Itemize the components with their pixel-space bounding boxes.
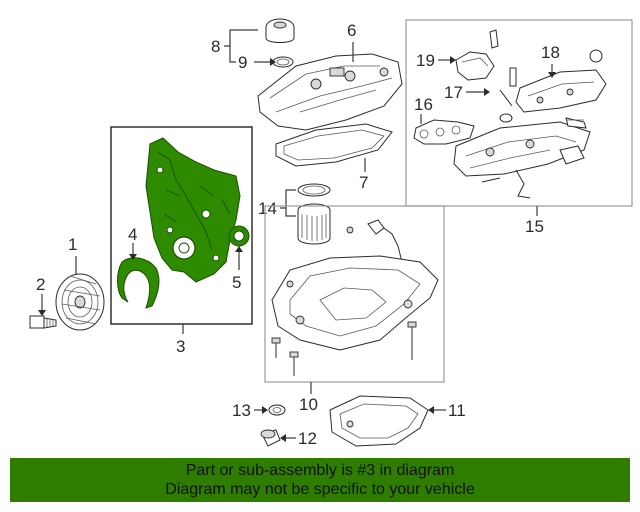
oil-filler-cap-part[interactable]	[265, 18, 295, 43]
crankshaft-front-seal-part[interactable]	[228, 225, 250, 247]
callout-6: 6	[347, 21, 356, 40]
drain-plug-gasket-part[interactable]	[268, 404, 286, 416]
oil-filler-seal-part[interactable]	[272, 56, 294, 68]
pulley-bolt-part[interactable]	[29, 315, 57, 329]
oil-pan-part[interactable]	[271, 255, 439, 351]
intake-group-box	[405, 19, 633, 207]
bolt-17-part[interactable]	[499, 67, 517, 123]
lower-oil-pan-part[interactable]	[329, 395, 429, 447]
callout-2: 2	[36, 275, 45, 294]
callout-1: 1	[68, 235, 77, 254]
callout-3: 3	[176, 337, 185, 356]
callout-15: 15	[525, 217, 544, 236]
crankshaft-pulley-part[interactable]	[55, 273, 105, 331]
callout-10: 10	[299, 395, 318, 414]
diagram-notice-banner: Part or sub-assembly is #3 in diagram Di…	[10, 458, 630, 502]
callout-4: 4	[128, 225, 137, 244]
callout-18: 18	[541, 43, 560, 62]
callout-19: 19	[416, 51, 435, 70]
callout-16: 16	[414, 95, 433, 114]
oil-filter-seal-part[interactable]	[297, 183, 331, 197]
callout-8: 8	[211, 37, 220, 56]
callout-14: 14	[258, 199, 277, 218]
callout-13: 13	[232, 401, 251, 420]
valve-cover-gasket-part[interactable]	[275, 123, 393, 167]
callout-7: 7	[359, 173, 368, 192]
callout-11: 11	[448, 401, 466, 420]
callout-17: 17	[444, 83, 463, 102]
intake-manifold-part[interactable]	[453, 117, 591, 177]
banner-line-1: Part or sub-assembly is #3 in diagram	[185, 462, 455, 479]
gasket-16-part[interactable]	[413, 119, 475, 145]
oil-pan-bolt-part[interactable]	[271, 321, 417, 376]
sensor-19-part[interactable]	[455, 29, 499, 81]
callout-5: 5	[232, 273, 241, 292]
timing-cover-part[interactable]	[145, 137, 241, 283]
banner-line-2: Diagram may not be specific to your vehi…	[165, 481, 475, 498]
oil-pan-group-box	[264, 205, 445, 383]
valve-cover-part[interactable]	[257, 53, 403, 131]
engine-parts-diagram: 3 4 5 1 2 8 9	[29, 18, 633, 448]
drain-plug-part[interactable]	[260, 429, 281, 447]
timing-cover-gasket-part[interactable]	[117, 257, 160, 309]
sensor-pipe-part[interactable]	[481, 145, 585, 199]
callout-9: 9	[238, 53, 247, 72]
oil-filter-part[interactable]	[297, 203, 331, 245]
callout-12: 12	[298, 429, 317, 448]
fuel-rail-18-part[interactable]	[515, 49, 607, 113]
